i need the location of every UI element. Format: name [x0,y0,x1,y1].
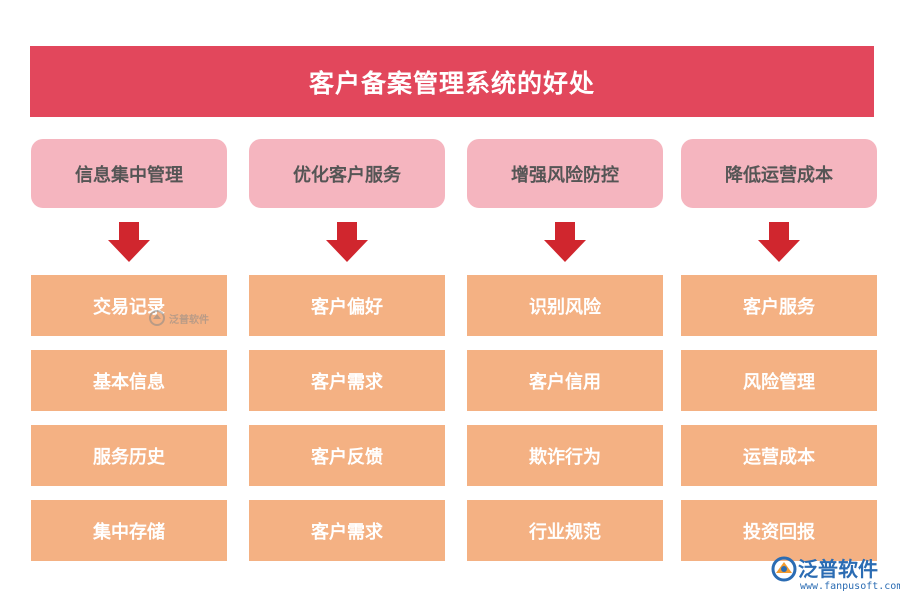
benefit-item: 服务历史 [31,425,227,486]
benefit-item: 客户信用 [467,350,663,411]
down-arrow-icon [544,222,586,262]
benefit-item: 行业规范 [467,500,663,561]
brand-logo-icon [771,556,797,582]
benefit-item: 客户反馈 [249,425,445,486]
benefit-item: 客户偏好 [249,275,445,336]
column-info-management: 信息集中管理 交易记录 基本信息 服务历史 集中存储 [31,0,227,600]
column-header: 增强风险防控 [467,139,663,208]
down-arrow-icon [758,222,800,262]
column-risk-control: 增强风险防控 识别风险 客户信用 欺诈行为 行业规范 [467,0,663,600]
benefit-item: 欺诈行为 [467,425,663,486]
benefit-item: 客户需求 [249,350,445,411]
watermark: 泛普软件 [148,306,228,330]
column-header: 降低运营成本 [681,139,877,208]
down-arrow-icon [108,222,150,262]
benefit-item: 集中存储 [31,500,227,561]
benefit-item: 运营成本 [681,425,877,486]
brand-logo: 泛普软件 www.fanpusoft.com [770,553,900,597]
benefit-item: 客户服务 [681,275,877,336]
watermark-text: 泛普软件 [169,314,209,326]
benefit-item: 客户需求 [249,500,445,561]
column-customer-service: 优化客户服务 客户偏好 客户需求 客户反馈 客户需求 [249,0,445,600]
benefit-item: 交易记录 [31,275,227,336]
down-arrow-icon [326,222,368,262]
benefit-item: 识别风险 [467,275,663,336]
watermark-logo-icon [149,310,165,326]
column-cost-reduction: 降低运营成本 客户服务 风险管理 运营成本 投资回报 [681,0,877,600]
brand-name: 泛普软件 [798,557,878,581]
column-header: 信息集中管理 [31,139,227,208]
benefit-item: 投资回报 [681,500,877,561]
column-header: 优化客户服务 [249,139,445,208]
benefit-item: 风险管理 [681,350,877,411]
benefit-item: 基本信息 [31,350,227,411]
diagram-title: 客户备案管理系统的好处 [30,46,874,117]
brand-url: www.fanpusoft.com [800,581,900,592]
